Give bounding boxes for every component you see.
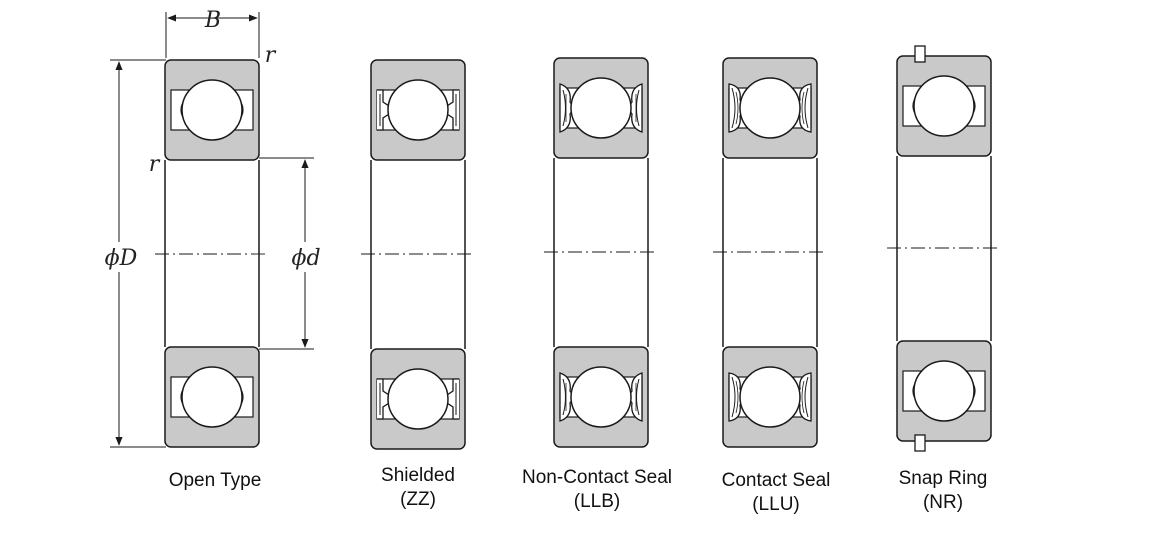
dimension-annotations	[110, 12, 314, 448]
ball	[570, 77, 632, 139]
ball	[387, 79, 449, 141]
bearing-snapring	[887, 45, 1001, 452]
ball	[913, 75, 975, 137]
bearing-section-bottom	[553, 346, 649, 448]
caption-code: (LLU)	[752, 494, 800, 515]
bearing-section-bottom	[370, 348, 466, 450]
bearing-section-top	[370, 59, 466, 161]
bearing-section-top	[164, 59, 260, 161]
bore-diameter-label: ϕd	[291, 246, 320, 271]
caption-snap-ring: Snap Ring (NR)	[843, 467, 1043, 515]
ball	[570, 366, 632, 428]
bearing-section-bottom	[896, 340, 992, 442]
bearing-contact	[713, 57, 827, 448]
outer-diameter-label: ϕD	[105, 246, 138, 271]
caption-code: (ZZ)	[400, 489, 436, 510]
caption-name: Non-Contact Seal	[522, 467, 672, 488]
caption-code: (NR)	[922, 492, 964, 513]
bearing-section-top	[896, 55, 992, 157]
radius-label-inner: r	[149, 152, 161, 177]
bearing-section-bottom	[164, 346, 260, 448]
width-label: B	[204, 8, 221, 33]
caption-name: Contact Seal	[721, 470, 831, 491]
ball	[739, 77, 801, 139]
ball	[181, 366, 243, 428]
caption-contact-seal: Contact Seal (LLU)	[676, 469, 876, 517]
caption-code: (LLB)	[573, 491, 621, 512]
caption-name: Shielded	[381, 465, 455, 486]
ball	[739, 366, 801, 428]
caption-name: Open Type	[168, 470, 262, 491]
caption-open-type: Open Type	[115, 469, 315, 493]
bearing-open	[155, 59, 269, 448]
caption-name: Snap Ring	[898, 468, 988, 489]
bearing-section-top	[553, 57, 649, 159]
ball	[181, 79, 243, 141]
snap-ring-tab-bottom	[914, 434, 926, 452]
bearing-noncontact	[544, 57, 658, 448]
ball	[913, 360, 975, 422]
bearing-shield	[361, 59, 475, 450]
caption-shielded: Shielded (ZZ)	[318, 464, 518, 512]
ball	[387, 368, 449, 430]
radius-label-top: r	[265, 43, 277, 68]
caption-non-contact-seal: Non-Contact Seal (LLB)	[497, 466, 697, 514]
snap-ring-tab-top	[914, 45, 926, 63]
dimension-labels: B r r ϕD ϕd	[105, 8, 321, 271]
bearing-section-top	[722, 57, 818, 159]
bearing-section-bottom	[722, 346, 818, 448]
